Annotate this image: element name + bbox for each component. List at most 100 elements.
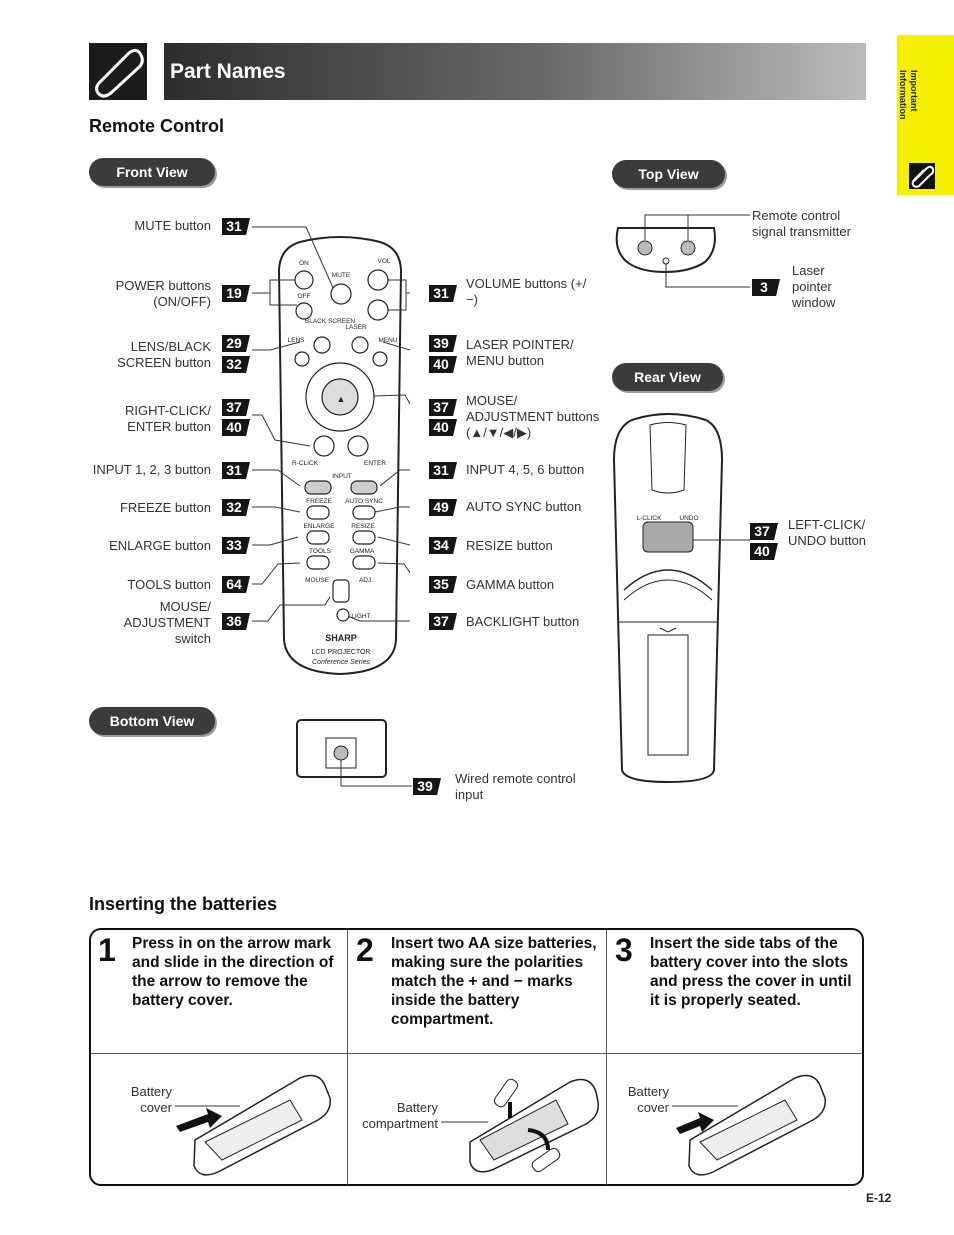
label-wired-input: Wired remote control input bbox=[455, 771, 576, 802]
step1-illustration bbox=[175, 1074, 331, 1176]
step-number: 3 bbox=[615, 932, 633, 968]
page-ref: 31 bbox=[429, 285, 457, 302]
print-undo: UNDO bbox=[679, 515, 698, 522]
page-ref: 33 bbox=[222, 537, 250, 554]
divider bbox=[347, 930, 348, 1185]
battery-icon bbox=[531, 1147, 561, 1173]
page-ref: 31 bbox=[222, 462, 250, 479]
page-ref: 37 bbox=[222, 399, 250, 416]
step-text: Insert the side tabs of the battery cove… bbox=[650, 935, 852, 1009]
print-mute: MUTE bbox=[332, 272, 351, 279]
mute-button[interactable] bbox=[330, 283, 352, 305]
page-ref: 37 bbox=[750, 523, 778, 540]
print-mouse: MOUSE bbox=[305, 577, 330, 584]
page-title: Part Names bbox=[170, 60, 286, 83]
enlarge-button[interactable] bbox=[306, 530, 330, 545]
print-resize: RESIZE bbox=[351, 523, 375, 530]
freeze-button[interactable] bbox=[306, 505, 330, 520]
page-ref: 37 bbox=[429, 613, 457, 630]
print-on: ON bbox=[299, 260, 309, 267]
section-heading-batteries: Inserting the batteries bbox=[89, 894, 278, 914]
gamma-button[interactable] bbox=[352, 555, 376, 570]
remote-bottom-illustration bbox=[296, 719, 412, 787]
print-lclick: L-CLICK bbox=[637, 515, 663, 522]
page-ref: 37 bbox=[429, 399, 457, 416]
black-screen-button[interactable] bbox=[313, 336, 331, 354]
volume-up-button[interactable] bbox=[367, 269, 389, 291]
paperclip-icon bbox=[909, 163, 935, 189]
tools-button[interactable] bbox=[306, 555, 330, 570]
signal-transmitter-right bbox=[680, 240, 696, 256]
label-tools: TOOLS button bbox=[127, 577, 211, 592]
label-input-456: INPUT 4, 5, 6 button bbox=[466, 462, 585, 477]
wired-remote-jack bbox=[333, 745, 349, 761]
backlight-button[interactable] bbox=[336, 608, 350, 622]
volume-down-button[interactable] bbox=[367, 299, 389, 321]
section-heading-remote: Remote Control bbox=[89, 116, 224, 136]
laser-button[interactable] bbox=[351, 336, 369, 354]
page-ref: 32 bbox=[222, 499, 250, 516]
label-freeze: FREEZE button bbox=[119, 500, 211, 515]
step-number: 2 bbox=[356, 932, 374, 968]
remote-rear-illustration: L-CLICK UNDO bbox=[612, 413, 750, 784]
print-freeze: FREEZE bbox=[306, 498, 332, 505]
label-enlarge: ENLARGE button bbox=[109, 538, 211, 553]
page-ref: 40 bbox=[222, 419, 250, 436]
input-123-button[interactable] bbox=[304, 480, 332, 495]
caption-battery-cover: Battery cover bbox=[627, 1084, 669, 1115]
input-456-button[interactable] bbox=[350, 480, 378, 495]
step2-illustration bbox=[441, 1078, 599, 1173]
page-ref: 40 bbox=[429, 356, 457, 373]
page-ref: 31 bbox=[429, 462, 457, 479]
paperclip-icon bbox=[89, 43, 147, 100]
label-laser-window: Laser pointer window bbox=[792, 263, 836, 310]
print-black-screen: BLACK SCREEN bbox=[305, 318, 356, 325]
laser-pointer-window bbox=[662, 257, 670, 265]
label-laser-menu: LASER POINTER/ MENU button bbox=[466, 337, 574, 368]
label-volume: VOLUME buttons (+/−) bbox=[466, 276, 587, 307]
rear-view-label: Rear View bbox=[612, 363, 723, 391]
step3-illustration bbox=[672, 1074, 826, 1176]
mouse-adjust-switch[interactable] bbox=[332, 579, 350, 603]
signal-transmitter-left bbox=[637, 240, 653, 256]
power-off-button[interactable] bbox=[295, 302, 313, 320]
label-mute: MUTE button bbox=[134, 218, 211, 233]
arrow-icon bbox=[676, 1112, 714, 1134]
svg-text:▲: ▲ bbox=[337, 394, 346, 404]
print-auto-sync: AUTO SYNC bbox=[345, 498, 383, 505]
page-ref: 3 bbox=[752, 279, 780, 296]
print-menu: MENU bbox=[378, 337, 397, 344]
print-enter: ENTER bbox=[364, 460, 386, 467]
label-transmitter: Remote control signal transmitter bbox=[752, 208, 851, 239]
label-right-click: RIGHT-CLICK/ ENTER button bbox=[125, 403, 211, 434]
print-tools: TOOLS bbox=[309, 548, 332, 555]
print-input: INPUT bbox=[332, 473, 352, 480]
print-vol: VOL bbox=[377, 258, 390, 265]
caption-battery-cover: Battery cover bbox=[130, 1084, 172, 1115]
enter-button[interactable] bbox=[347, 435, 369, 457]
page-ref: 49 bbox=[429, 499, 457, 516]
label-gamma: GAMMA button bbox=[466, 577, 555, 592]
print-product: LCD PROJECTOR bbox=[312, 649, 371, 656]
page-ref: 39 bbox=[413, 778, 441, 795]
label-mouse-adjust-buttons: MOUSE/ ADJUSTMENT buttons (▲/▼/◀/▶) bbox=[466, 393, 600, 440]
caption-battery-compartment: Battery compartment bbox=[362, 1100, 438, 1131]
top-view-label: Top View bbox=[612, 160, 725, 188]
page-ref: 40 bbox=[750, 543, 778, 560]
lens-button[interactable] bbox=[294, 351, 310, 367]
print-lens: LENS bbox=[288, 337, 306, 344]
right-click-button[interactable] bbox=[313, 435, 335, 457]
page-ref: 39 bbox=[429, 335, 457, 352]
page-ref: 36 bbox=[222, 613, 250, 630]
arrow-icon bbox=[176, 1108, 222, 1132]
auto-sync-button[interactable] bbox=[352, 505, 376, 520]
left-click-undo-button[interactable] bbox=[642, 521, 694, 553]
print-adj: ADJ. bbox=[359, 577, 373, 584]
print-light: LIGHT bbox=[351, 613, 370, 620]
battery-steps-table bbox=[89, 928, 864, 1186]
remote-top-illustration bbox=[615, 214, 750, 288]
resize-button[interactable] bbox=[352, 530, 376, 545]
page-ref: 29 bbox=[222, 335, 250, 352]
power-on-button[interactable] bbox=[294, 270, 314, 290]
menu-button[interactable] bbox=[372, 351, 388, 367]
